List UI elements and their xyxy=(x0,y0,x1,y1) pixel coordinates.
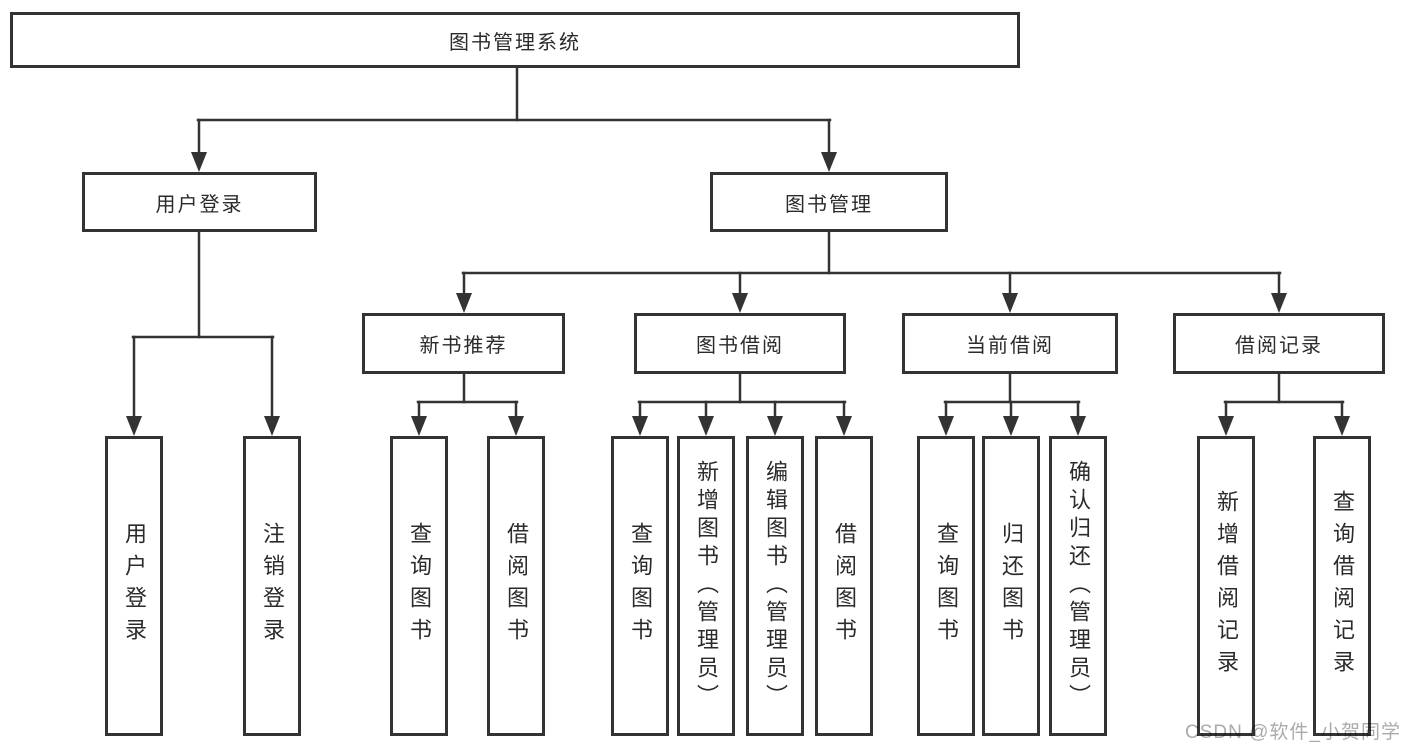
node-current-borrowing: 当前借阅 xyxy=(902,313,1118,374)
leaf-query-books: 查询图书 xyxy=(917,436,975,736)
node-new-book-recommendation: 新书推荐 xyxy=(362,313,565,374)
leaf-confirm-return-admin: 确认归还（管理员） xyxy=(1049,436,1107,736)
leaf-query-books: 查询图书 xyxy=(611,436,669,736)
leaf-query-books: 查询图书 xyxy=(390,436,448,736)
leaf-query-borrow-records: 查询借阅记录 xyxy=(1313,436,1371,736)
leaf-add-borrow-record: 新增借阅记录 xyxy=(1197,436,1255,736)
node-book-borrowing: 图书借阅 xyxy=(634,313,846,374)
leaf-return-books: 归还图书 xyxy=(982,436,1040,736)
node-user-login: 用户登录 xyxy=(82,172,317,232)
leaf-borrow-books: 借阅图书 xyxy=(815,436,873,736)
node-library-management-system: 图书管理系统 xyxy=(10,12,1020,68)
node-book-management: 图书管理 xyxy=(710,172,948,232)
leaf-edit-books-admin: 编辑图书（管理员） xyxy=(746,436,804,736)
leaf-logout: 注销登录 xyxy=(243,436,301,736)
csdn-watermark: CSDN @软件_小贺同学 xyxy=(1185,722,1401,743)
leaf-user-login: 用户登录 xyxy=(105,436,163,736)
node-borrowing-records: 借阅记录 xyxy=(1173,313,1385,374)
leaf-add-books-admin: 新增图书（管理员） xyxy=(677,436,735,736)
leaf-borrow-books: 借阅图书 xyxy=(487,436,545,736)
